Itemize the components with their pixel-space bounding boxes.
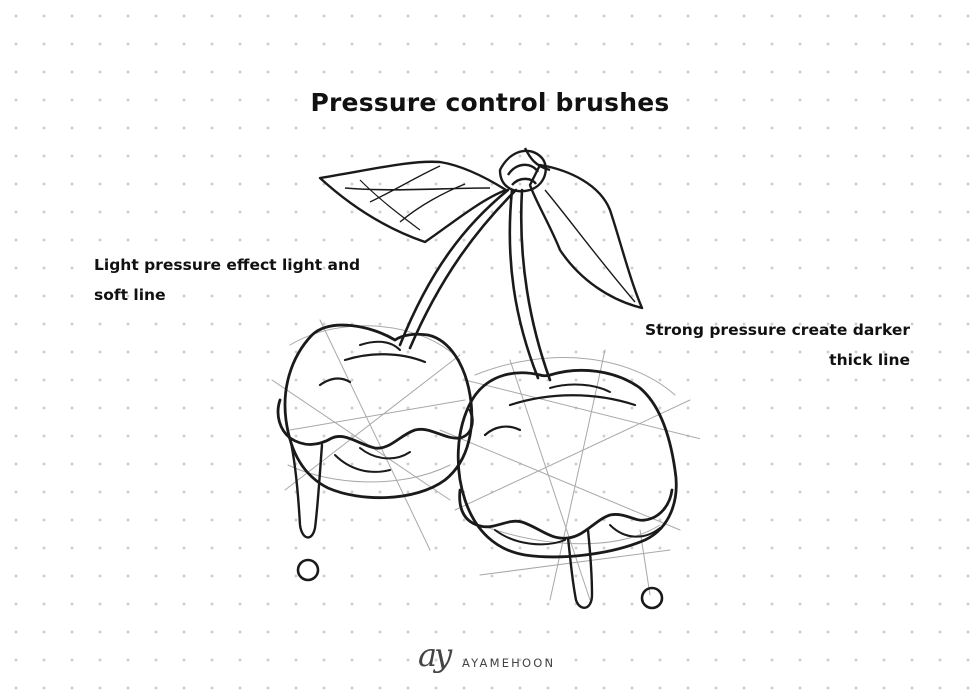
page-title: Pressure control brushes (310, 88, 670, 117)
construction-lines (271, 319, 700, 601)
light-pressure-note-line-2: soft line (94, 286, 166, 304)
strong-pressure-note-line-2: thick line (829, 351, 910, 369)
stem-knot (498, 147, 551, 193)
leaf (318, 160, 644, 310)
logo-mark: ay (418, 636, 452, 674)
strong-pressure-note-line-1: Strong pressure create darker (644, 321, 910, 339)
cherry-stems (398, 188, 552, 382)
logo-wordmark: AYAMEHOON (462, 656, 556, 670)
light-pressure-note-line-1: Light pressure effect light and (94, 256, 361, 274)
ayamehoon-logo: ay AYAMEHOON (400, 636, 600, 686)
left-cherry (276, 323, 474, 582)
cherry-sketch-icon (271, 147, 700, 610)
right-cherry (456, 369, 678, 610)
light-pressure-note: Light pressure effect light and soft lin… (94, 250, 384, 310)
strong-pressure-note: Strong pressure create darker thick line (600, 315, 910, 375)
